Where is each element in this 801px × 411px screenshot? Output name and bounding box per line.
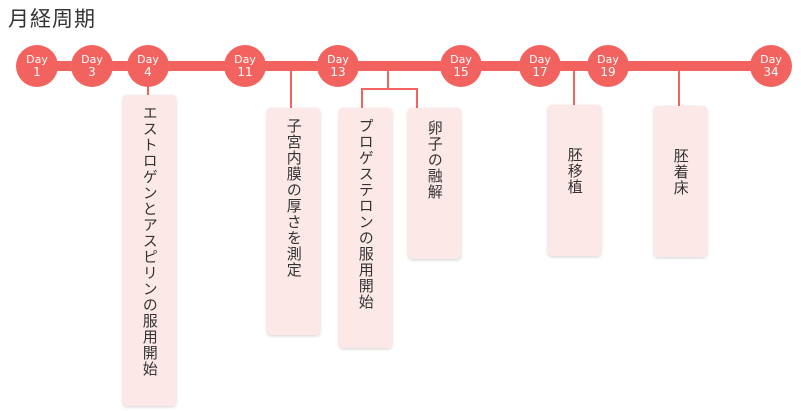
event-card-implantation: 胚着床 [654,106,707,257]
timeline-bar [34,61,772,71]
day-number: 4 [144,65,152,79]
day-node-19: Day 19 [587,45,629,87]
day-label: Day [81,53,103,66]
day-label: Day [597,53,619,66]
connector-day13-stem [387,71,389,89]
diagram-title: 月経周期 [8,7,96,31]
day-node-1: Day 1 [16,45,58,87]
event-text: 子宮内膜の厚さを測定 [284,118,303,278]
connector-day13-right [416,88,418,110]
day-node-34: Day 34 [750,45,792,87]
day-node-3: Day 3 [71,45,113,87]
event-card-progesterone: プロゲステロンの服用開始 [339,108,392,348]
day-node-4: Day 4 [127,45,169,87]
day-label: Day [234,53,256,66]
connector-day19 [678,71,680,107]
day-label: Day [26,53,48,66]
day-number: 11 [237,65,253,79]
event-text: エストロゲンとアスピリンの服用開始 [140,105,159,377]
event-text: 胚移植 [565,147,584,195]
day-number: 34 [763,65,779,79]
event-text: プロゲステロンの服用開始 [356,118,375,310]
day-number: 15 [453,65,469,79]
event-card-embryo-transfer: 胚移植 [548,105,601,256]
day-number: 13 [330,65,346,79]
day-number: 3 [88,65,96,79]
event-text: 胚着床 [671,148,690,196]
day-node-13: Day 13 [317,45,359,87]
day-node-11: Day 11 [224,45,266,87]
event-text: 卵子の融解 [425,120,444,200]
event-card-estrogen-aspirin: エストロゲンとアスピリンの服用開始 [123,95,176,406]
day-label: Day [450,53,472,66]
day-number: 17 [532,65,548,79]
connector-day11 [290,71,292,109]
day-number: 19 [600,65,616,79]
day-label: Day [529,53,551,66]
day-label: Day [137,53,159,66]
connector-day13-branch [361,88,418,90]
day-node-15: Day 15 [440,45,482,87]
day-label: Day [327,53,349,66]
day-node-17: Day 17 [519,45,561,87]
connector-day17 [573,71,575,106]
event-card-endometrium: 子宮内膜の厚さを測定 [267,108,320,335]
day-number: 1 [33,65,41,79]
connector-day13-left [361,88,363,110]
day-label: Day [760,53,782,66]
event-card-egg-thaw: 卵子の融解 [408,108,461,259]
